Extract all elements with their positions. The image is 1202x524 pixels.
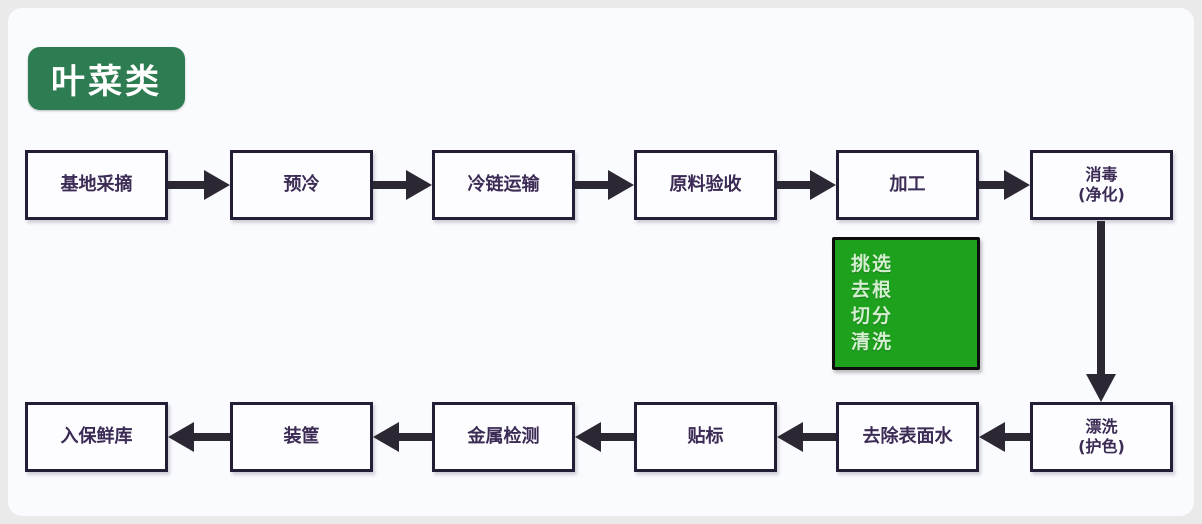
arrow-left-icon (575, 422, 634, 452)
step-label: 基地采摘 (60, 174, 133, 195)
arrow-right-icon (777, 170, 836, 200)
step-label: 入保鲜库 (60, 426, 133, 447)
step-metal-detection: 金属检测 (432, 402, 575, 472)
step-crating: 装筐 (230, 402, 373, 472)
step-sublabel: (净化) (1078, 185, 1125, 204)
arrow-right-icon (373, 170, 432, 200)
step-cold-storage: 入保鲜库 (25, 402, 168, 472)
step-label: 装筐 (283, 426, 320, 447)
step-material-acceptance: 原料验收 (634, 150, 777, 220)
step-harvest: 基地采摘 (25, 150, 168, 220)
substep-remove-roots: 去根 (851, 279, 894, 301)
arrow-left-icon (373, 422, 432, 452)
arrow-left-icon (168, 422, 230, 452)
step-sublabel: (护色) (1078, 437, 1125, 456)
arrow-right-icon (168, 170, 230, 200)
arrow-right-icon (979, 170, 1030, 200)
step-label: 冷链运输 (467, 174, 540, 195)
step-cold-chain-transport: 冷链运输 (432, 150, 575, 220)
step-label: 原料验收 (669, 174, 742, 195)
category-badge: 叶菜类 (28, 47, 185, 110)
processing-substeps-box: 挑选 去根 切分 清洗 (832, 237, 980, 370)
step-label: 去除表面水 (862, 426, 953, 447)
flowchart-panel: 叶菜类 基地采摘 预冷 冷链运输 原料验收 加工 消毒 (净化) 挑选 去根 切… (8, 8, 1194, 516)
arrow-left-icon (979, 422, 1030, 452)
step-label: 消毒 (1085, 165, 1118, 184)
step-disinfection: 消毒 (净化) (1030, 150, 1173, 220)
substep-wash: 清洗 (851, 331, 894, 353)
arrow-right-icon (575, 170, 634, 200)
step-label: 金属检测 (467, 426, 540, 447)
step-surface-water-removal: 去除表面水 (836, 402, 979, 472)
step-label: 漂洗 (1085, 417, 1118, 436)
step-labeling: 贴标 (634, 402, 777, 472)
step-precool: 预冷 (230, 150, 373, 220)
step-processing: 加工 (836, 150, 979, 220)
step-rinsing: 漂洗 (护色) (1030, 402, 1173, 472)
step-label: 预冷 (283, 174, 320, 195)
step-label: 贴标 (687, 426, 724, 447)
step-label: 加工 (889, 174, 926, 195)
arrow-left-icon (777, 422, 836, 452)
substep-cut: 切分 (851, 305, 894, 327)
arrow-down-icon (1086, 221, 1116, 402)
substep-select: 挑选 (851, 253, 894, 275)
